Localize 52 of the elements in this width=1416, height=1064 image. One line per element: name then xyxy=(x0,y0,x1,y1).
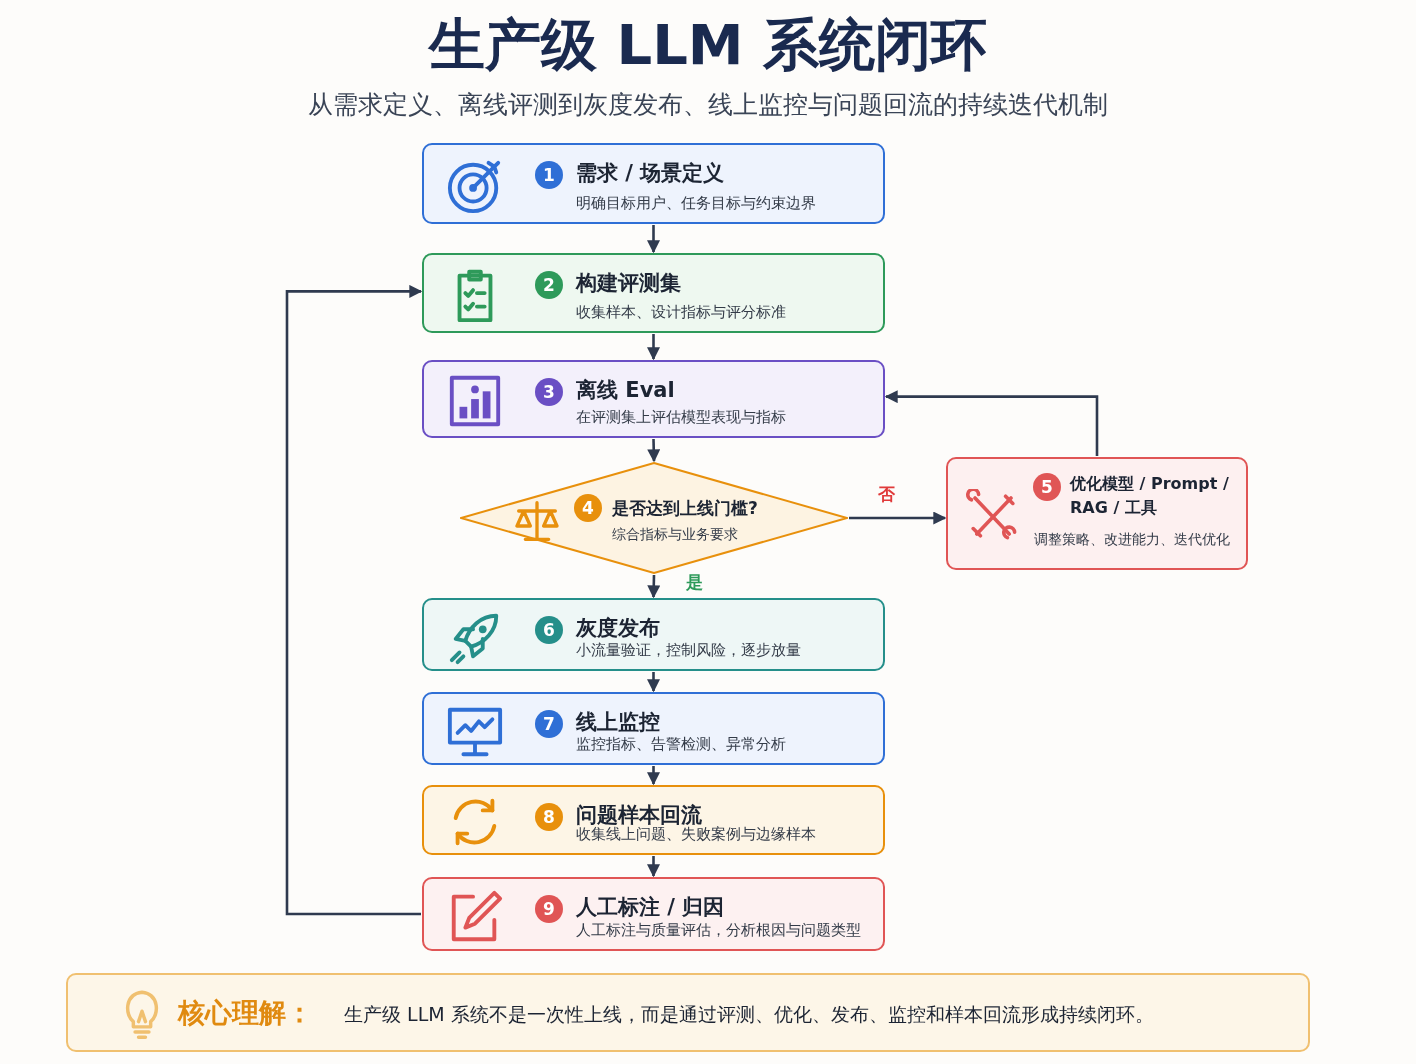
step-description: 收集线上问题、失败案例与边缘样本 xyxy=(576,825,816,844)
arrow xyxy=(647,766,660,786)
step-box xyxy=(422,692,885,765)
step-title: 是否达到上线门槛? xyxy=(612,497,758,520)
note-heading: 核心理解： xyxy=(178,997,313,1029)
step-title: 离线 Eval xyxy=(576,377,675,403)
arrow xyxy=(647,334,660,361)
edge-label: 否 xyxy=(876,484,897,504)
edge-label: 是 xyxy=(684,572,705,592)
step-title: 需求 / 场景定义 xyxy=(576,160,725,186)
step-description: 小流量验证，控制风险，逐步放量 xyxy=(576,640,801,660)
arrow xyxy=(647,574,661,599)
note-text: 生产级 LLM 系统不是一次性上线，而是通过评测、优化、发布、监控和样本回流形成持续闭环。 xyxy=(344,1002,1154,1026)
step-box xyxy=(422,598,885,671)
number-badge: 1 xyxy=(535,161,563,189)
step-box xyxy=(422,785,885,855)
step-description: 人工标注与质量评估，分析根因与问题类型 xyxy=(576,920,861,940)
step-box xyxy=(946,457,1248,570)
number-badge: 8 xyxy=(535,803,563,831)
step-title: 人工标注 / 归因 xyxy=(576,894,725,920)
step-description: 综合指标与业务要求 xyxy=(612,525,738,544)
arrow xyxy=(647,225,660,254)
arrow xyxy=(647,856,660,878)
step-description: 收集样本、设计指标与评分标准 xyxy=(576,302,786,322)
number-badge: 3 xyxy=(535,378,563,406)
arrow xyxy=(647,438,661,463)
step-title: 优化模型 / Prompt / RAG / 工具 xyxy=(1070,473,1230,519)
step-title: 线上监控 xyxy=(576,709,660,735)
step-description: 明确目标用户、任务目标与约束边界 xyxy=(576,193,816,213)
step-description: 监控指标、告警检测、异常分析 xyxy=(576,734,786,754)
number-badge: 6 xyxy=(535,616,563,644)
number-badge: 7 xyxy=(535,710,563,738)
step-title: 构建评测集 xyxy=(576,270,681,296)
arrow xyxy=(884,390,1099,456)
arrow xyxy=(647,672,660,693)
number-badge: 5 xyxy=(1033,473,1061,501)
step-box xyxy=(422,360,885,438)
step-title: 问题样本回流 xyxy=(576,802,702,827)
step-title: 灰度发布 xyxy=(576,615,660,641)
number-badge: 9 xyxy=(535,895,563,923)
step-description: 调整策略、改进能力、迭代优化 xyxy=(1034,530,1230,549)
subtitle: 从需求定义、离线评测到灰度发布、线上监控与问题回流的持续迭代机制 xyxy=(307,89,1109,121)
step-description: 在评测集上评估模型表现与指标 xyxy=(576,407,786,427)
step-box xyxy=(422,143,885,224)
decision-diamond xyxy=(460,462,848,574)
arrow xyxy=(285,284,423,916)
title: 生产级 LLM 系统闭环 xyxy=(427,12,989,78)
arrow xyxy=(849,511,947,525)
number-badge: 2 xyxy=(535,271,563,299)
step-box xyxy=(422,877,885,951)
step-box xyxy=(422,253,885,333)
note-box xyxy=(66,973,1310,1052)
